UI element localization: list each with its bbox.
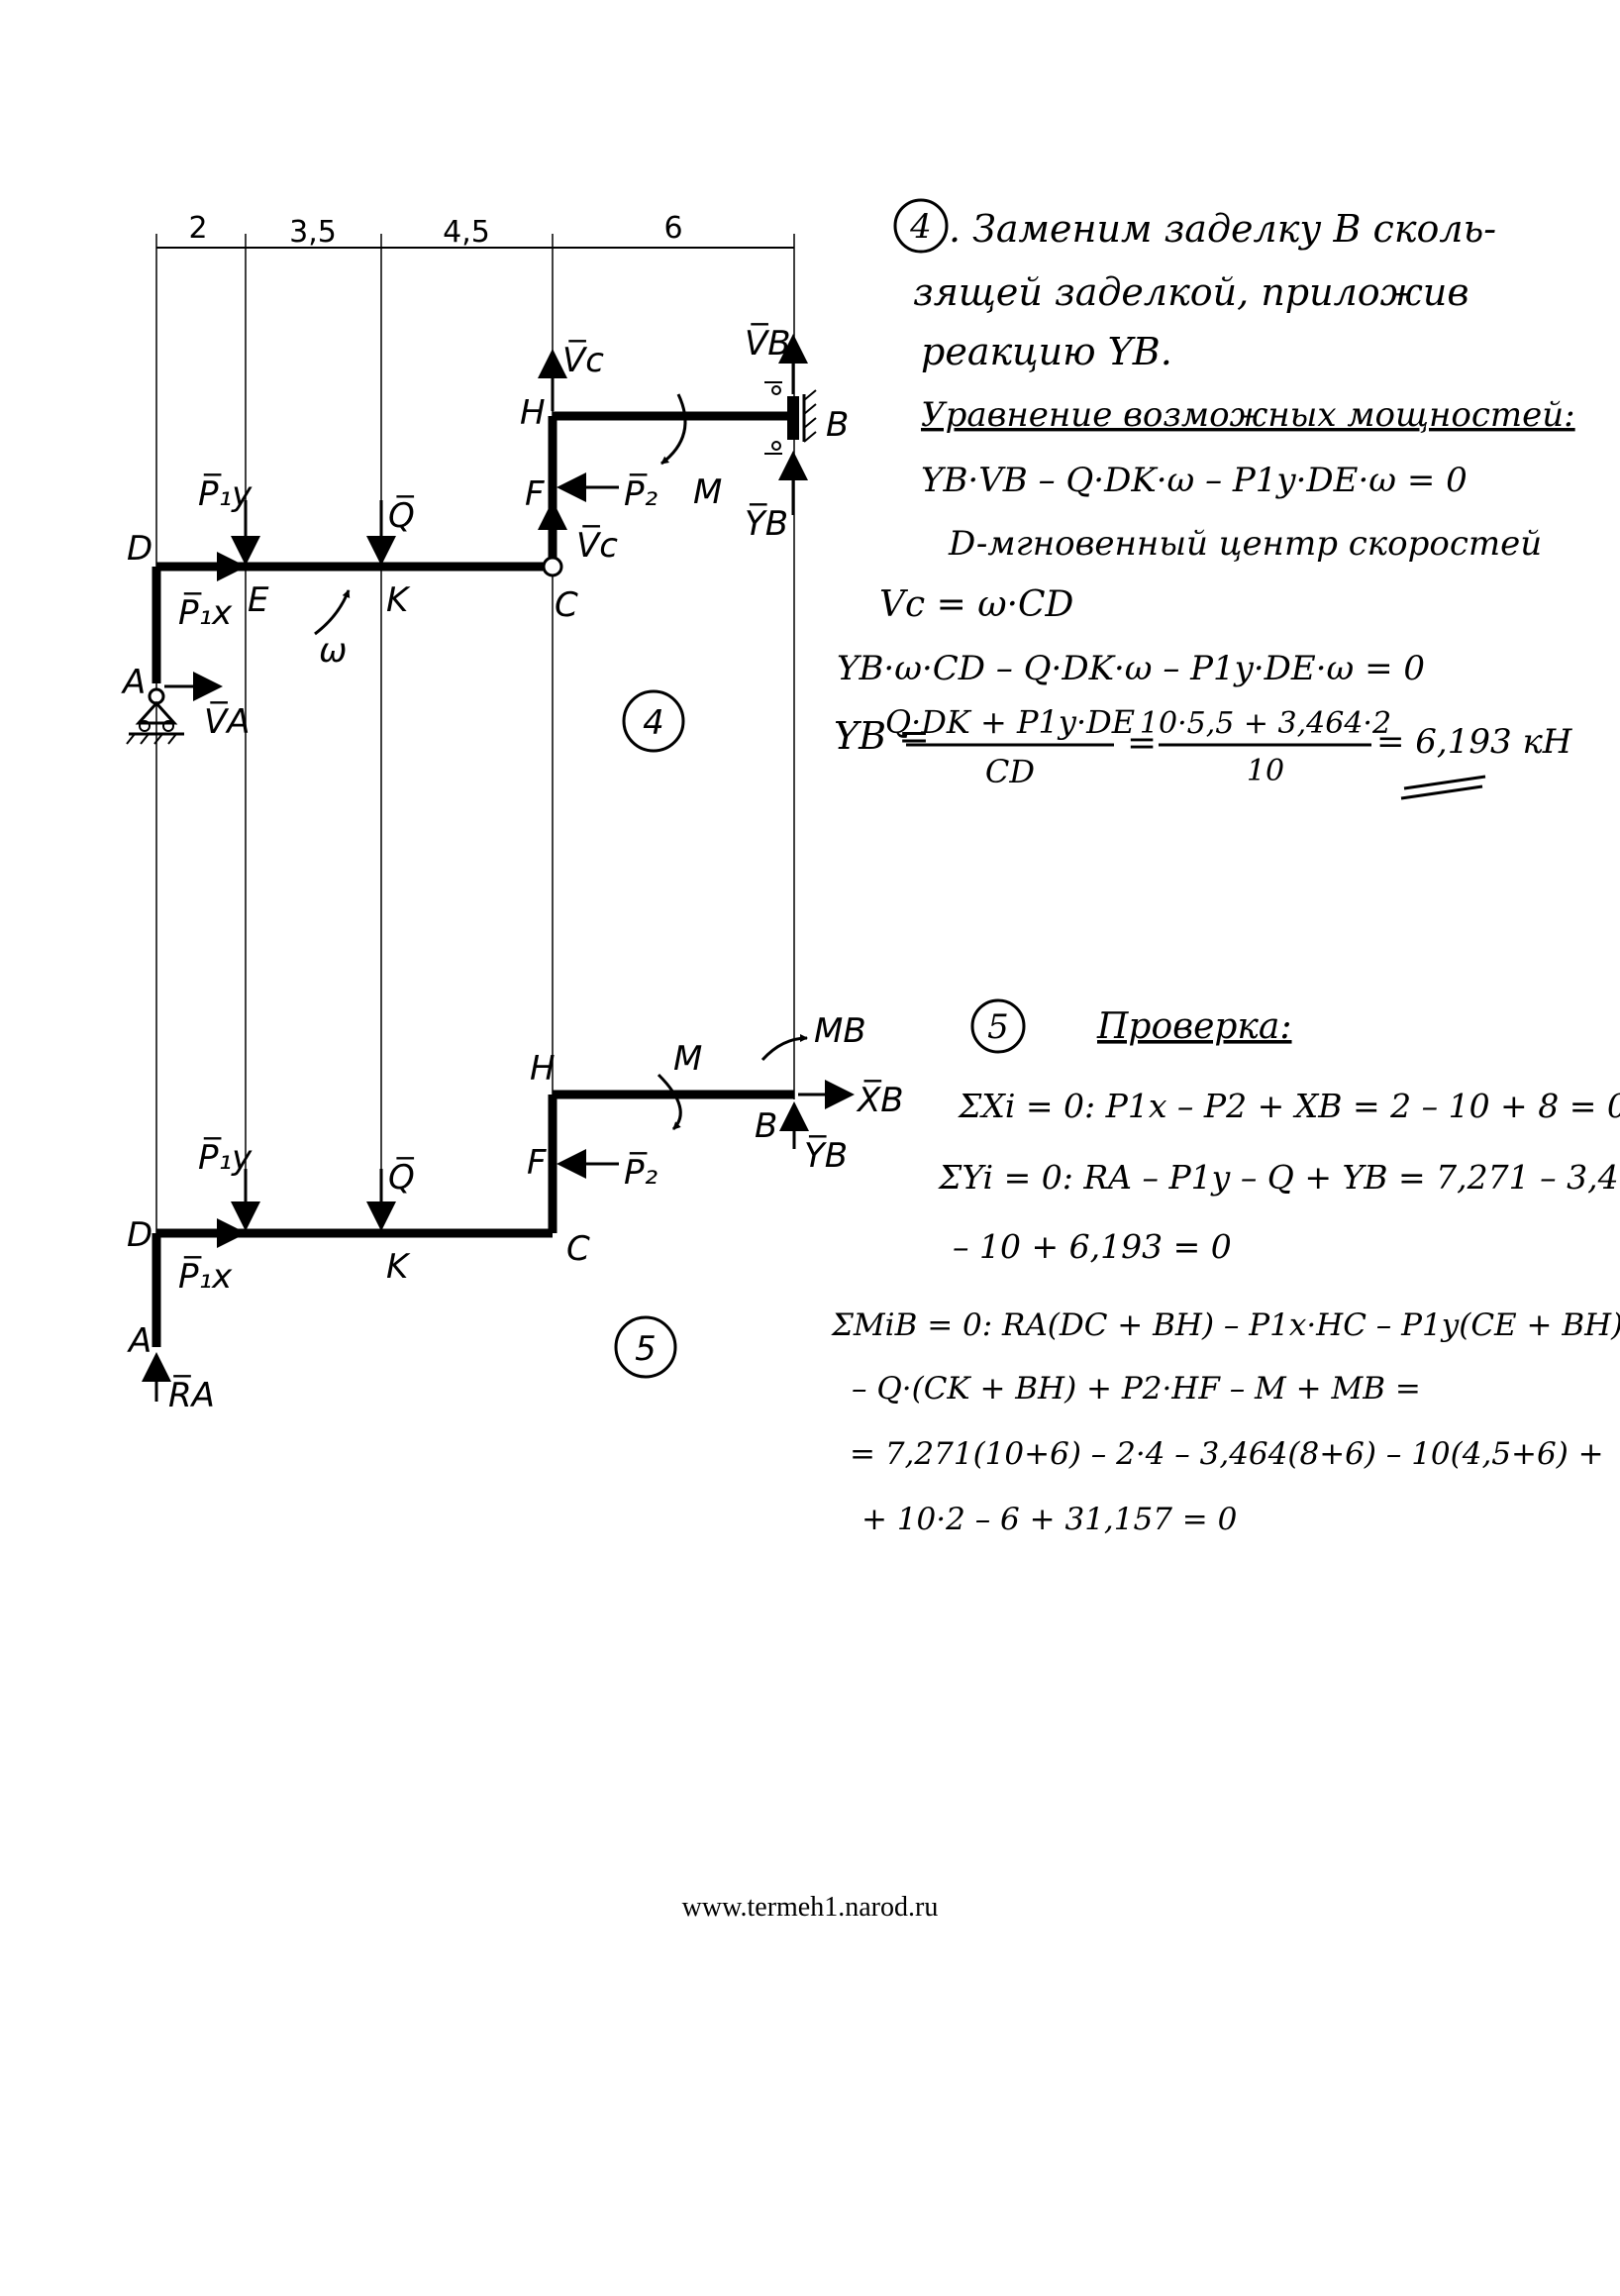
- label-omega: ω: [319, 631, 347, 671]
- section-number-circle-4: [893, 198, 949, 254]
- label-P1y: P̅₁y: [198, 473, 253, 514]
- label-C: C: [555, 585, 578, 625]
- formula-num1: Q·DK + P1y·DE: [885, 703, 1135, 741]
- text4-line-2: зящей заделкой, приложив: [913, 270, 1468, 314]
- text5-line-2: ΣYi = 0: RA – P1y – Q + YB = 7,271 – 3,4…: [938, 1158, 1620, 1197]
- footer-url: www.termeh1.narod.ru: [681, 1892, 939, 1923]
- label-P2-5: P̅₂: [624, 1152, 658, 1193]
- label-VA: V̅A: [204, 701, 251, 742]
- pin-support-A: [126, 687, 184, 745]
- label-F: F: [525, 474, 545, 514]
- hinge-C: [542, 556, 563, 577]
- label-XB: X̅B: [856, 1080, 904, 1120]
- label-D: D: [127, 529, 152, 569]
- formula-eq1: =: [1127, 723, 1157, 764]
- label-H: H: [520, 393, 546, 433]
- moment-M-arrow-5: [657, 1073, 682, 1131]
- dim-4: 6: [663, 211, 682, 246]
- diagram-number-5: 5: [635, 1329, 657, 1369]
- diagram-number-circle-4: [622, 689, 685, 753]
- label-VB: V̅B: [745, 323, 791, 364]
- text5-line-1: ΣXi = 0: P1x – P2 + XB = 2 – 10 + 8 = 0: [958, 1087, 1620, 1125]
- section-number-circle-5: [970, 998, 1026, 1054]
- label-P1y-5: P̅₁y: [198, 1137, 253, 1178]
- label-F-5: F: [527, 1143, 547, 1183]
- text4-line-3: реакцию YB.: [921, 330, 1172, 373]
- label-Vc-top: V̅c: [562, 340, 604, 380]
- label-K: K: [386, 580, 411, 620]
- section-number-5: 5: [987, 1007, 1009, 1047]
- dim-3: 4,5: [443, 215, 490, 250]
- label-A: A: [121, 663, 146, 702]
- text4-line-1: . Заменим заделку B сколь-: [949, 207, 1496, 251]
- label-P1x-5: P̅₁x: [178, 1256, 233, 1297]
- label-H-5: H: [530, 1049, 556, 1089]
- text5-title: Проверка:: [1096, 1006, 1292, 1047]
- dim-1: 2: [188, 211, 207, 246]
- text4-line-6: D-мгновенный центр скоростей: [948, 524, 1542, 564]
- section-number-4: 4: [909, 207, 932, 247]
- text5-line-5: – Q·(CK + BH) + P2·HF – M + MB =: [852, 1371, 1421, 1407]
- label-M-5: M: [673, 1039, 702, 1079]
- text5-line-7: + 10·2 – 6 + 31,157 = 0: [861, 1502, 1237, 1537]
- text5-line-3: – 10 + 6,193 = 0: [953, 1227, 1232, 1266]
- section-5-text: 5 Проверка: ΣXi = 0: P1x – P2 + XB = 2 –…: [831, 998, 1620, 1537]
- label-E: E: [248, 580, 269, 620]
- result-underline-1: [1403, 775, 1486, 790]
- label-C-5: C: [566, 1229, 590, 1269]
- formula-num2: 10·5,5 + 3,464·2: [1140, 706, 1391, 741]
- text4-line-7: Vc = ω·CD: [879, 584, 1074, 625]
- diagram-4: D A E K C F H B P̅₁y P̅₁x Q̅ P̅₂ M V̅c V…: [121, 323, 849, 753]
- moment-MB-arrow: [760, 1034, 808, 1062]
- label-Q: Q̅: [388, 495, 415, 536]
- label-D-5: D: [127, 1215, 152, 1255]
- dimension-line: 2 3,5 4,5 6: [155, 211, 795, 1347]
- diagram-number-circle-5: [614, 1315, 677, 1379]
- formula-den2: 10: [1247, 754, 1284, 788]
- result-underline-2: [1400, 784, 1483, 800]
- text4-line-4: Уравнение возможных мощностей:: [921, 395, 1575, 435]
- dim-2: 3,5: [289, 215, 337, 250]
- omega-rotation-arrow: [314, 589, 351, 636]
- section-4-text: 4 . Заменим заделку B сколь- зящей задел…: [834, 198, 1575, 800]
- moment-M-arrow: [660, 393, 687, 466]
- label-B: B: [826, 405, 849, 445]
- label-A-5: A: [127, 1321, 152, 1361]
- text4-line-5: YB·VB – Q·DK·ω – P1y·DE·ω = 0: [921, 461, 1468, 500]
- formula-result: = 6,193 кН: [1376, 722, 1573, 762]
- text4-line-8: YB·ω·CD – Q·DK·ω – P1y·DE·ω = 0: [837, 649, 1425, 688]
- label-YB: Y̅B: [745, 503, 788, 544]
- label-YB-5: Y̅B: [804, 1135, 848, 1176]
- label-P1x: P̅₁x: [178, 592, 233, 633]
- text5-line-6: = 7,271(10+6) – 2·4 – 3,464(8+6) – 10(4,…: [850, 1436, 1604, 1472]
- formula-lhs: YB =: [834, 714, 930, 758]
- sliding-clamp-B: [764, 381, 817, 455]
- label-MB: MB: [814, 1011, 866, 1051]
- label-K-5: K: [386, 1247, 411, 1287]
- label-RA: R̅A: [168, 1375, 215, 1415]
- formula-den1: CD: [985, 753, 1035, 790]
- label-P2: P̅₂: [624, 473, 658, 514]
- label-B-5: B: [755, 1106, 777, 1146]
- label-M: M: [693, 472, 722, 512]
- text5-line-4: ΣMiB = 0: RA(DC + BH) – P1x·HC – P1y(CE …: [831, 1307, 1620, 1343]
- label-Vc-bottom: V̅c: [576, 525, 618, 566]
- diagram-number-4: 4: [643, 703, 664, 743]
- diagram-5: D A K C F H B P̅₁y P̅₁x Q̅ P̅₂ M MB X̅B …: [127, 1011, 904, 1415]
- label-Q-5: Q̅: [388, 1157, 415, 1198]
